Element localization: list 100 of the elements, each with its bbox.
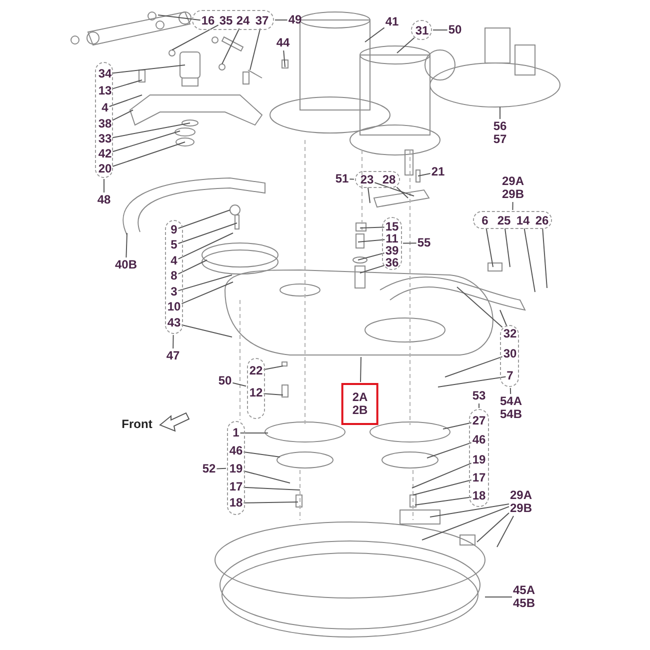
leader-line [524,228,536,292]
leader-line [486,228,494,268]
leader-line [108,94,142,107]
dashed-group-outline [355,171,400,188]
dashed-group-outline [411,20,432,40]
leader-line [438,376,506,388]
leader-line [360,264,385,274]
leader-line [396,37,415,54]
dashed-group-outline [382,217,402,270]
callout-number: 25 [497,214,511,228]
leader-line [418,173,431,176]
callout-number: 36 [385,256,399,270]
leader-line [172,24,219,50]
callout-number: 46 [472,434,486,446]
callout-number: 34 [98,68,112,80]
leader-line [112,64,186,74]
leader-line [412,480,472,496]
callout-number: 3 [170,286,178,298]
callout-number: 47 [166,350,180,362]
leader-line [222,28,240,64]
leader-line [126,232,128,258]
leader-line [243,452,280,458]
callout-number: 20 [98,162,112,176]
leader-line [216,468,226,470]
callout-number: 12 [249,386,263,400]
callout-number: 28 [382,174,396,186]
callout-number: 37 [255,14,269,28]
callout-number: 55 [417,236,431,250]
leader-line [263,393,284,396]
callout-number: 29A 29B [502,175,524,201]
callout-number: 27 [472,414,486,428]
callout-number: 44 [276,36,290,50]
callout-number: 39 [385,244,399,258]
leader-line [510,388,512,394]
callout-number: 18 [472,490,486,502]
leader-line [178,274,232,292]
callout-number: 8 [170,270,178,282]
leader-line [412,462,472,488]
callout-number: 23 [360,174,374,186]
leader-line [396,186,408,198]
leader-line [112,110,134,121]
callout-number: 46 [229,444,243,458]
leader-line [178,232,234,260]
leader-line [250,28,261,70]
callout-number: 7 [506,370,514,382]
dashed-group-outline [469,409,489,507]
callout-number: 17 [472,472,486,484]
leader-line [112,122,190,138]
leader-line [364,27,385,42]
callout-number: 49 [288,14,302,26]
leader-line [178,210,230,229]
leader-line [243,486,300,490]
callout-number: 4 [102,102,108,114]
leader-line [172,334,174,349]
leader-line [243,470,290,484]
callout-number: 56 57 [493,120,507,146]
callout-number: 53 [472,390,486,402]
leader-line [478,403,480,408]
leader-line [178,222,238,244]
callout-number: 30 [503,348,517,360]
leader-line [112,130,180,152]
leader-line [283,50,286,68]
leader-line [374,182,414,196]
leader-line [240,432,268,434]
leader-line [442,422,472,430]
leader-line [181,282,234,304]
leader-line [112,80,142,90]
leader-line [358,239,386,242]
callout-number: 5 [170,238,178,252]
dashed-group-outline [227,421,245,515]
callout-number: 50 [448,24,462,36]
leader-line [496,516,514,548]
dashed-group-outline [165,220,183,334]
callout-number: 45A 45B [513,584,535,610]
callout-number: 42 [98,148,112,160]
callout-number: 22 [249,364,263,378]
callout-number: 21 [431,166,445,178]
leader-line [500,310,508,327]
dashed-group-outline [192,10,274,30]
callout-number: 33 [98,132,112,146]
callout-number: 14 [516,214,530,228]
leader-line [181,324,232,338]
leader-line [349,178,354,180]
leader-line [542,228,548,288]
callout-number: 19 [229,462,243,476]
callout-number: 10 [167,300,181,314]
callout-number: 9 [170,224,178,236]
leader-line [430,504,510,518]
callout-number: 26 [535,214,549,228]
callout-number: 1 [232,426,240,440]
direction-label: Front [122,417,152,431]
leader-line [512,202,514,210]
leader-line [368,187,370,204]
callout-number: 38 [98,118,112,130]
callout-number: 35 [219,14,233,28]
callout-number: 54A 54B [500,395,522,421]
leader-line [402,242,417,244]
leader-line [112,142,186,167]
leader-line [232,382,246,387]
callout-number: 51 [335,172,349,186]
